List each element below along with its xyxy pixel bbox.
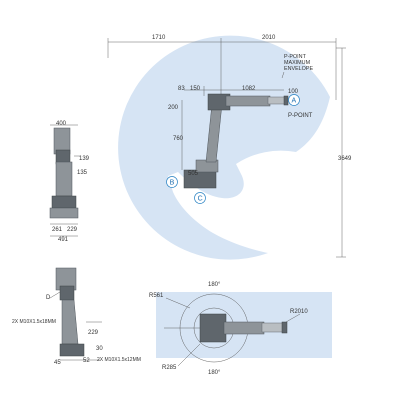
- detail-view: D 2X M10X1.5x18MM 229 45 52 30 2X M10X1.…: [12, 267, 141, 366]
- detail-base: [59, 343, 85, 357]
- marker-b-circle: [166, 176, 178, 188]
- robot-arm-side: [183, 93, 289, 189]
- label-d: D: [46, 295, 51, 301]
- plan-arm: [223, 321, 265, 335]
- dim-200-label: 200: [168, 105, 179, 111]
- dim-491-label: 491: [58, 237, 69, 243]
- dim-52-label: 52: [83, 358, 90, 364]
- dim-100-label: 100: [288, 89, 299, 95]
- dim-1082-label: 1082: [242, 86, 256, 92]
- front-foot: [49, 207, 79, 219]
- dim-229-label: 229: [67, 227, 78, 233]
- marker-c-label: C: [198, 196, 203, 203]
- plan-view: 180° R561 R2010 R285 180°: [149, 282, 332, 376]
- front-view: 400 139 135 261 229 491: [49, 121, 90, 243]
- marker-a-circle: [288, 94, 300, 106]
- dim-505-label: 505: [188, 171, 199, 177]
- side-elevation-view: 1710 2010 P-POINT MAXIMUM ENVELOPE 3649 …: [107, 35, 352, 260]
- dim-229-detail-label: 229: [88, 330, 99, 336]
- r2010-label: R2010: [290, 309, 308, 315]
- robot-upper-arm: [225, 95, 271, 107]
- front-base: [51, 195, 77, 209]
- marker-c-circle: [194, 192, 206, 204]
- dim-3649-label: 3649: [338, 156, 352, 162]
- robot-wrist: [283, 95, 289, 106]
- plan-base: [199, 313, 227, 343]
- angle-top-label: 180°: [208, 282, 221, 288]
- detail-column: [61, 299, 79, 345]
- dim-261-label: 261: [52, 227, 63, 233]
- marker-a-label: A: [292, 98, 297, 105]
- envelope-label-line3: ENVELOPE: [284, 66, 313, 72]
- plan-forearm: [261, 322, 285, 333]
- envelope-leader: [281, 71, 285, 79]
- p-point-label: P-POINT: [288, 113, 313, 119]
- robot-detail: [55, 267, 85, 357]
- bolt-upper-label: 2X M10X1.5x18MM: [12, 319, 56, 325]
- dim-1710-label: 1710: [152, 35, 166, 41]
- envelope-label-line2: MAXIMUM: [284, 60, 311, 66]
- dim-2010-label: 2010: [262, 35, 276, 41]
- dim-139-label: 139: [79, 156, 90, 162]
- dim-83-label: 83: [178, 86, 185, 92]
- robot-forearm: [267, 96, 287, 105]
- angle-bottom-label: 180°: [208, 370, 221, 376]
- dim-30-label: 30: [96, 346, 103, 352]
- leader-d: [49, 291, 61, 299]
- leader-r2010: [285, 313, 301, 323]
- front-column: [55, 161, 73, 197]
- r285-label: R285: [162, 365, 177, 371]
- leader-r285: [177, 343, 201, 367]
- leader-r561: [165, 297, 191, 309]
- marker-b-label: B: [170, 180, 175, 187]
- work-envelope: [118, 35, 330, 260]
- r561-label: R561: [149, 293, 164, 299]
- bolt-lower-label: 2X M10X1.5x12MM: [97, 357, 141, 363]
- envelope-label-line1: P-POINT: [284, 54, 307, 60]
- detail-joint: [59, 285, 75, 301]
- dim-150-label: 150: [190, 86, 201, 92]
- robot-plan: [199, 313, 288, 343]
- robot-front: [49, 127, 79, 219]
- dim-760-label: 760: [173, 136, 184, 142]
- dim-45-label: 45: [54, 360, 61, 366]
- dim-135-label: 135: [77, 170, 88, 176]
- dim-400-label: 400: [56, 121, 67, 127]
- plan-wrist: [281, 321, 288, 334]
